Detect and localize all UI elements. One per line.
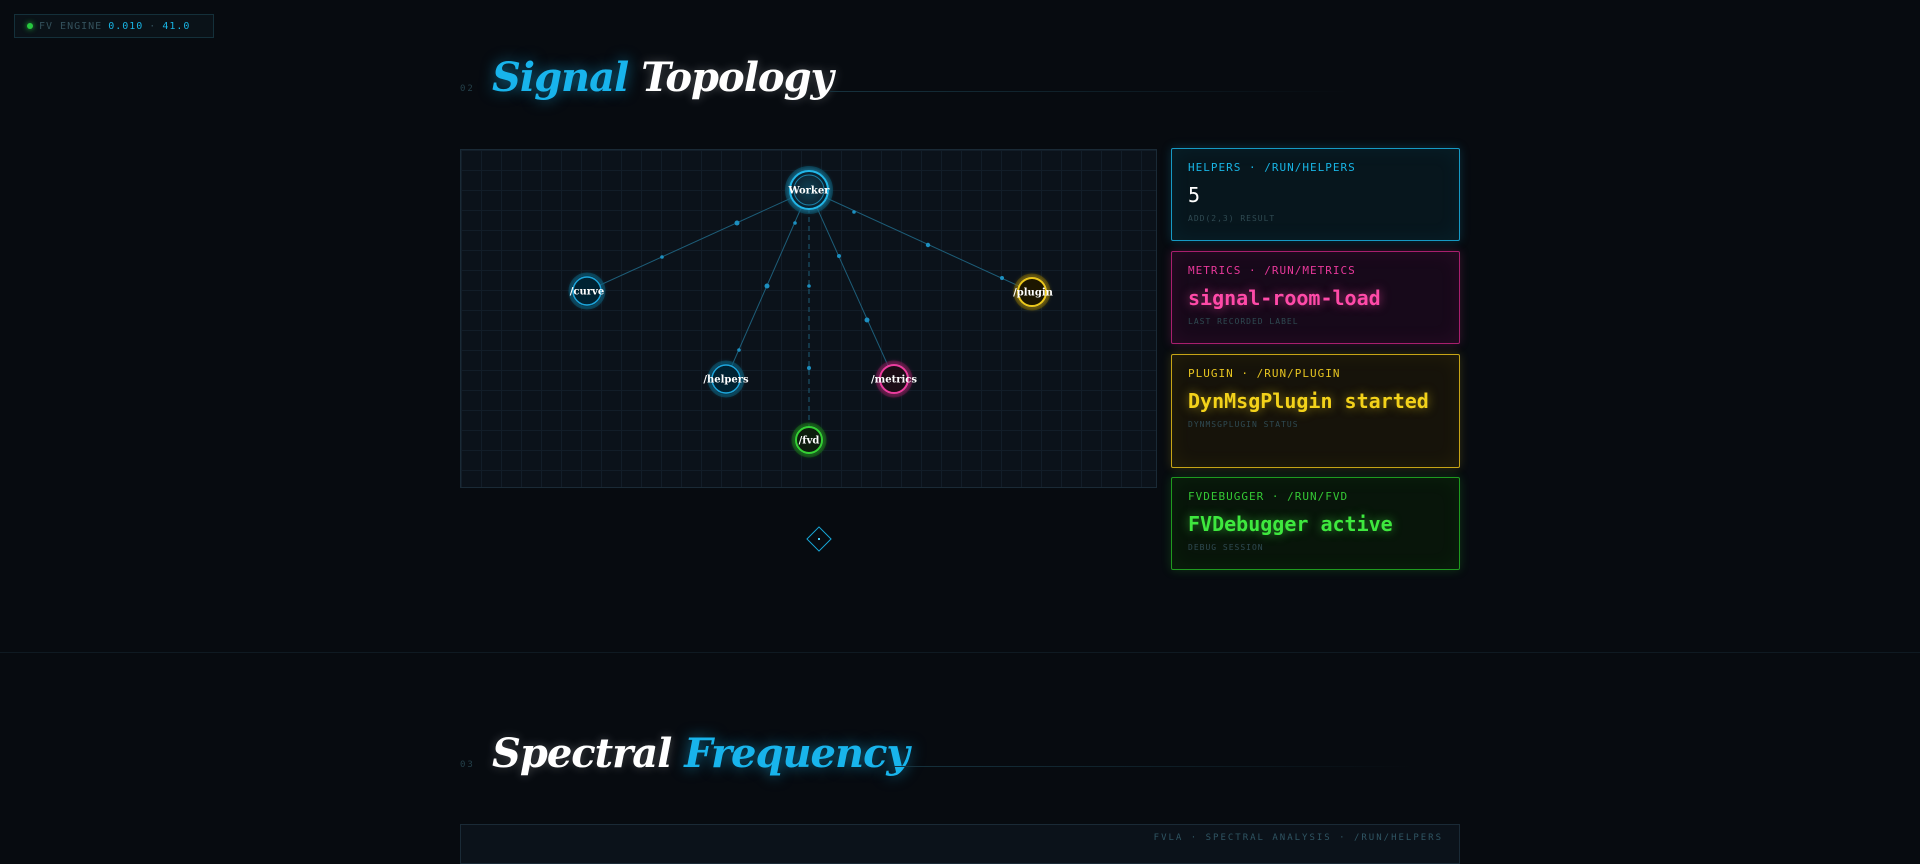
status-dot-icon xyxy=(27,23,33,29)
spectral-panel: FVLA · SPECTRAL ANALYSIS · /RUN/HELPERS xyxy=(460,824,1460,864)
engine-value-1: 0.010 xyxy=(108,20,144,32)
signal-particle xyxy=(793,221,797,225)
node-curve[interactable]: /curve xyxy=(568,272,606,310)
title-accent: Signal xyxy=(492,54,629,101)
node-label-worker: Worker xyxy=(788,186,831,197)
signal-particle xyxy=(1000,276,1004,280)
node-label-metrics: /metrics xyxy=(871,375,917,386)
engine-status-badge: FV ENGINE 0.010 · 41.0 xyxy=(14,14,214,38)
title-plain: Spectral xyxy=(492,730,672,777)
section-divider xyxy=(0,652,1920,653)
diamond-dot xyxy=(818,538,820,540)
title-divider xyxy=(830,91,1350,92)
title-divider xyxy=(894,766,1414,767)
section-title: Spectral Frequency xyxy=(492,730,910,777)
card-fvdebugger-value: FVDebugger active xyxy=(1188,512,1393,536)
edge-worker-curve xyxy=(586,189,810,292)
title-rest: Topology xyxy=(641,54,834,101)
node-worker[interactable]: Worker xyxy=(785,166,833,214)
card-metrics: METRICS · /RUN/METRICS signal-room-load … xyxy=(1171,251,1460,344)
signal-particle xyxy=(737,348,741,352)
section-number: 03 xyxy=(460,760,475,770)
engine-label: FV ENGINE xyxy=(39,20,103,32)
card-plugin: PLUGIN · /RUN/PLUGIN DynMsgPlugin starte… xyxy=(1171,354,1460,468)
card-helpers-value: 5 xyxy=(1188,183,1201,207)
engine-separator: · xyxy=(149,20,157,32)
signal-particle xyxy=(837,254,841,258)
topology-svg: Worker /curve /plugin /helpers /metrics xyxy=(568,166,1054,458)
signal-particle xyxy=(807,284,811,288)
signal-particle xyxy=(807,366,811,370)
edge-worker-plugin xyxy=(808,189,1033,293)
card-fvdebugger-head: FVDEBUGGER · /RUN/FVD xyxy=(1188,490,1349,503)
signal-particle xyxy=(925,242,931,248)
signal-particle xyxy=(864,317,870,323)
card-metrics-head: METRICS · /RUN/METRICS xyxy=(1188,264,1356,277)
signal-particle xyxy=(660,255,664,259)
node-label-fvd: /fvd xyxy=(799,436,820,447)
title-accent: Frequency xyxy=(684,730,909,777)
node-plugin[interactable]: /plugin xyxy=(1013,273,1054,311)
signal-particle xyxy=(764,283,770,289)
card-plugin-head: PLUGIN · /RUN/PLUGIN xyxy=(1188,367,1341,380)
node-label-plugin: /plugin xyxy=(1013,288,1054,299)
signal-particle xyxy=(852,210,856,214)
spectral-caption: FVLA · SPECTRAL ANALYSIS · /RUN/HELPERS xyxy=(1153,833,1443,843)
node-metrics[interactable]: /metrics xyxy=(871,360,917,398)
card-helpers-head: HELPERS · /RUN/HELPERS xyxy=(1188,161,1356,174)
engine-value-2: 41.0 xyxy=(162,20,191,32)
card-plugin-value: DynMsgPlugin started xyxy=(1188,389,1429,413)
card-metrics-caption: LAST RECORDED LABEL xyxy=(1188,317,1299,326)
node-label-helpers: /helpers xyxy=(703,375,749,386)
signal-particle xyxy=(734,220,740,226)
edge-worker-metrics xyxy=(808,189,895,380)
card-fvdebugger: FVDEBUGGER · /RUN/FVD FVDebugger active … xyxy=(1171,477,1460,570)
node-label-curve: /curve xyxy=(570,287,604,298)
card-metrics-value: signal-room-load xyxy=(1188,286,1381,310)
node-fvd[interactable]: /fvd xyxy=(791,422,827,458)
section-number: 02 xyxy=(460,84,475,94)
page-title: Signal Topology xyxy=(492,54,834,101)
topology-graph: Worker /curve /plugin /helpers /metrics xyxy=(460,149,1157,488)
card-fvdebugger-caption: DEBUG SESSION xyxy=(1188,543,1264,552)
node-helpers[interactable]: /helpers xyxy=(703,360,749,398)
card-helpers: HELPERS · /RUN/HELPERS 5 ADD(2,3) RESULT xyxy=(1171,148,1460,241)
card-plugin-caption: DYNMSGPLUGIN STATUS xyxy=(1188,420,1299,429)
card-helpers-caption: ADD(2,3) RESULT xyxy=(1188,214,1276,223)
